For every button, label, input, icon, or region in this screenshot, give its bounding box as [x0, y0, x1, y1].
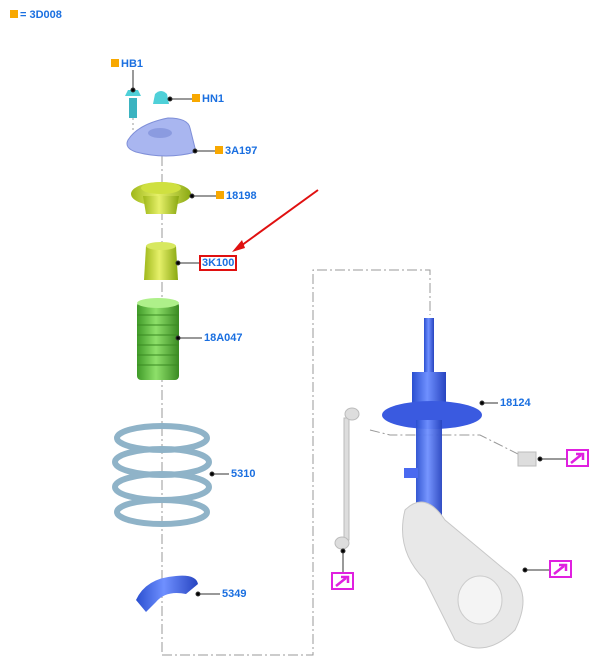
callout-3k100[interactable]: 3K100	[198, 255, 238, 271]
orange-square-icon	[192, 94, 200, 102]
spring-5310	[112, 423, 212, 527]
callout-5310[interactable]: 5310	[231, 468, 256, 480]
spring-seat-5349	[136, 575, 198, 612]
callout-5349[interactable]: 5349	[222, 588, 247, 600]
reference-link-button[interactable]	[549, 560, 572, 578]
nut	[517, 451, 537, 467]
callout-3a197[interactable]: 3A197	[215, 145, 257, 157]
reference-link-button[interactable]	[566, 449, 589, 467]
callout-18198[interactable]: 18198	[216, 190, 257, 202]
orange-square-icon	[216, 191, 224, 199]
arrow-reference-icon	[335, 575, 350, 587]
orange-square-icon	[10, 10, 18, 18]
bump-stop-3k100	[144, 242, 178, 280]
bearing-18198	[131, 182, 191, 214]
callout-hn1[interactable]: HN1	[192, 93, 224, 105]
knuckle	[402, 501, 524, 649]
callout-hb1[interactable]: HB1	[111, 58, 143, 70]
nut-hn1	[153, 91, 169, 104]
callout-18124[interactable]: 18124	[500, 397, 531, 409]
orange-square-icon	[215, 146, 223, 154]
callout-18a047[interactable]: 18A047	[204, 332, 243, 344]
bolt-hb1	[125, 90, 141, 118]
orange-square-icon	[111, 59, 119, 67]
legend: = 3D008	[10, 9, 62, 21]
reference-link-button[interactable]	[331, 572, 354, 590]
highlight-arrow	[232, 189, 319, 252]
arrow-reference-icon	[570, 452, 585, 464]
boot-18a047	[137, 298, 179, 380]
arrow-reference-icon	[553, 563, 568, 575]
stabilizer-link	[334, 407, 360, 550]
